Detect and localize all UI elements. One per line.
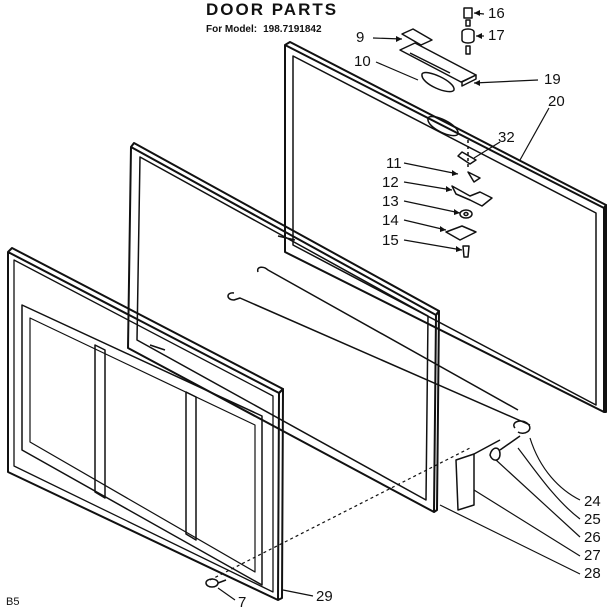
callout-19: 19	[544, 71, 561, 88]
callout-16: 16	[488, 5, 505, 22]
callout-9: 9	[356, 29, 365, 46]
callout-26: 26	[584, 529, 601, 546]
hinge-bracket	[455, 435, 521, 511]
callout-25: 25	[584, 511, 601, 528]
callout-27: 27	[584, 547, 601, 564]
arrow-heads	[396, 10, 482, 252]
door-front-panel	[7, 247, 284, 601]
diagram-code: B5	[6, 596, 20, 608]
callout-11: 11	[386, 155, 402, 172]
callout-14: 14	[382, 212, 399, 229]
screw-part-7	[205, 578, 227, 588]
latch-assembly	[399, 7, 477, 170]
door-back-panel	[284, 41, 607, 413]
callout-10: 10	[354, 53, 371, 70]
callout-13: 13	[382, 193, 399, 210]
catch-parts	[445, 151, 493, 258]
diagram-title: DOOR PARTS	[206, 0, 339, 19]
callout-32: 32	[498, 129, 515, 146]
model-label: For Model:	[206, 24, 258, 35]
callout-15: 15	[382, 232, 399, 249]
hinge-rod	[227, 266, 531, 435]
callout-12: 12	[382, 174, 399, 191]
model-number: 198.7191842	[263, 24, 322, 35]
callout-28: 28	[584, 565, 601, 582]
model-line: For Model: 198.7191842	[206, 24, 328, 35]
callout-24: 24	[584, 493, 601, 510]
callout-17: 17	[488, 27, 505, 44]
door-glass-frame	[127, 142, 440, 513]
callout-20: 20	[548, 93, 565, 110]
callout-29: 29	[316, 588, 333, 605]
callout-7: 7	[238, 594, 247, 611]
